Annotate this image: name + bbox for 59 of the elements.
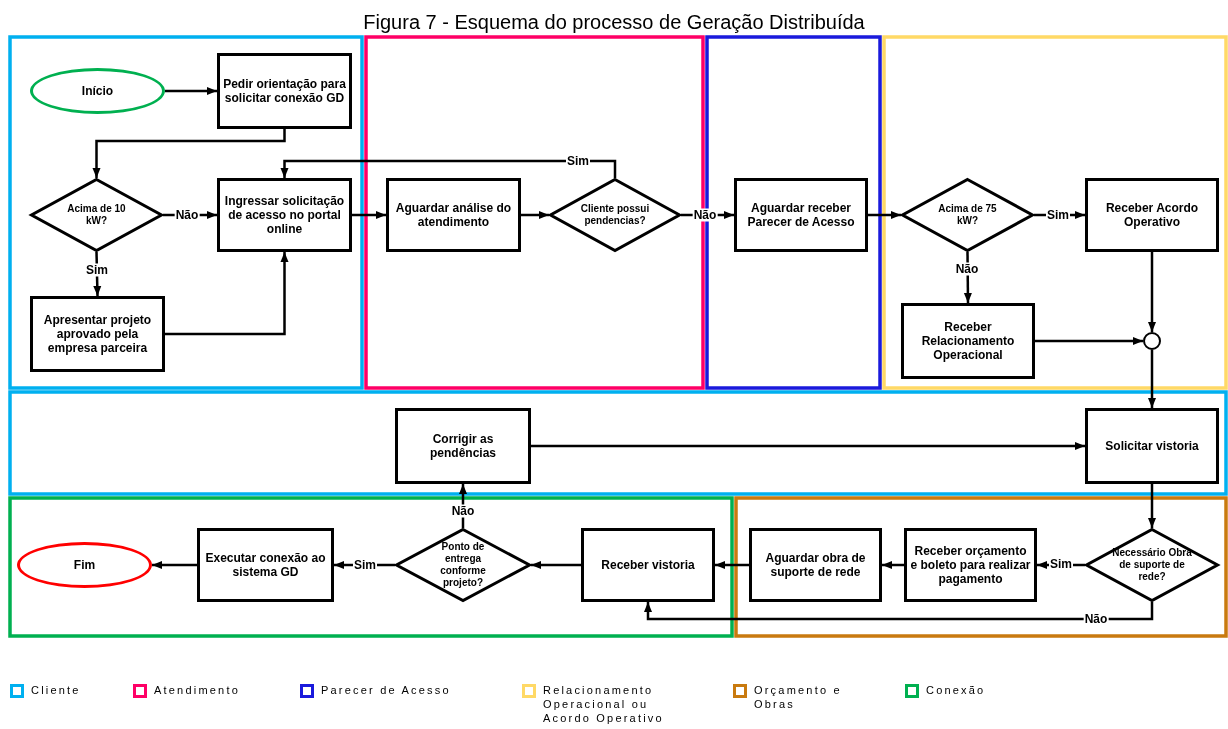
- arrow: [165, 87, 217, 95]
- process-box: Pedir orientação para solicitar conexão GD: [217, 53, 352, 129]
- arrow: [868, 211, 901, 219]
- edge-label: Não: [174, 208, 200, 222]
- arrow: [1035, 337, 1143, 345]
- legend-label: Atendimento: [154, 683, 240, 697]
- decision-label: Acima de 10 kW?: [66, 203, 127, 227]
- process-box: Aguardar obra de suporte de rede: [749, 528, 882, 602]
- decision-label: Cliente possui pendencias?: [579, 203, 651, 227]
- arrow: [521, 211, 549, 219]
- process-box: Ingressar solicitação de acesso no portal online: [217, 178, 352, 252]
- process-box: Receber vistoria: [581, 528, 715, 602]
- decision-label: Ponto de entrega conforme projeto?: [439, 541, 487, 589]
- legend-label: Conexão: [926, 683, 986, 697]
- arrow: [644, 602, 1154, 621]
- legend-label: Parecer de Acesso: [321, 683, 451, 697]
- arrow: [1148, 484, 1156, 528]
- legend-label: Orçamento e Obras: [754, 683, 843, 711]
- terminal-ellipse: Fim: [17, 542, 152, 588]
- process-box: Receber orçamento e boleto para realizar pagamento: [904, 528, 1037, 602]
- edge-label: Não: [954, 262, 980, 276]
- diagram-title: Figura 7 - Esquema do processo de Geração Distribuída: [362, 10, 866, 34]
- edge-label: Não: [692, 208, 718, 222]
- edge-label: Não: [450, 504, 476, 518]
- process-box: Aguardar análise do atendimento: [386, 178, 521, 252]
- process-box: Executar conexão ao sistema GD: [197, 528, 334, 602]
- edge-label: Não: [1083, 612, 1109, 626]
- arrow: [352, 211, 386, 219]
- process-box: Corrigir as pendências: [395, 408, 531, 484]
- arrow: [715, 561, 749, 569]
- decision-diamond: [1085, 528, 1219, 602]
- edge-label: Sim: [1049, 557, 1073, 571]
- merge-circle: [1143, 332, 1161, 350]
- process-box: Receber Acordo Operativo: [1085, 178, 1219, 252]
- process-box: Aguardar receber Parecer de Acesso: [734, 178, 868, 252]
- decision-diamond: [30, 178, 163, 252]
- legend-label: Cliente: [31, 683, 81, 697]
- decision-label: Acima de 75 kW?: [937, 203, 998, 227]
- edge-label: Sim: [566, 154, 590, 168]
- process-box: Solicitar vistoria: [1085, 408, 1219, 484]
- arrow: [1148, 350, 1156, 408]
- arrow: [1148, 252, 1156, 332]
- arrow: [165, 252, 289, 336]
- process-box: Receber Relacionamento Operacional: [901, 303, 1035, 379]
- terminal-ellipse: Início: [30, 68, 165, 114]
- process-box: Apresentar projeto aprovado pela empresa parceira: [30, 296, 165, 372]
- arrow: [280, 159, 617, 178]
- arrow: [92, 129, 286, 178]
- edge-label: Sim: [85, 263, 109, 277]
- decision-diamond: [549, 178, 681, 252]
- arrow: [882, 561, 904, 569]
- edge-label: Sim: [1046, 208, 1070, 222]
- edge-label: Sim: [353, 558, 377, 572]
- decision-diamond: [901, 178, 1034, 252]
- arrow: [152, 561, 197, 569]
- legend-label: Relacionamento Operacional ou Acordo Operativo: [543, 683, 665, 725]
- decision-diamond: [395, 528, 531, 602]
- arrow: [531, 561, 581, 569]
- arrow: [531, 442, 1085, 450]
